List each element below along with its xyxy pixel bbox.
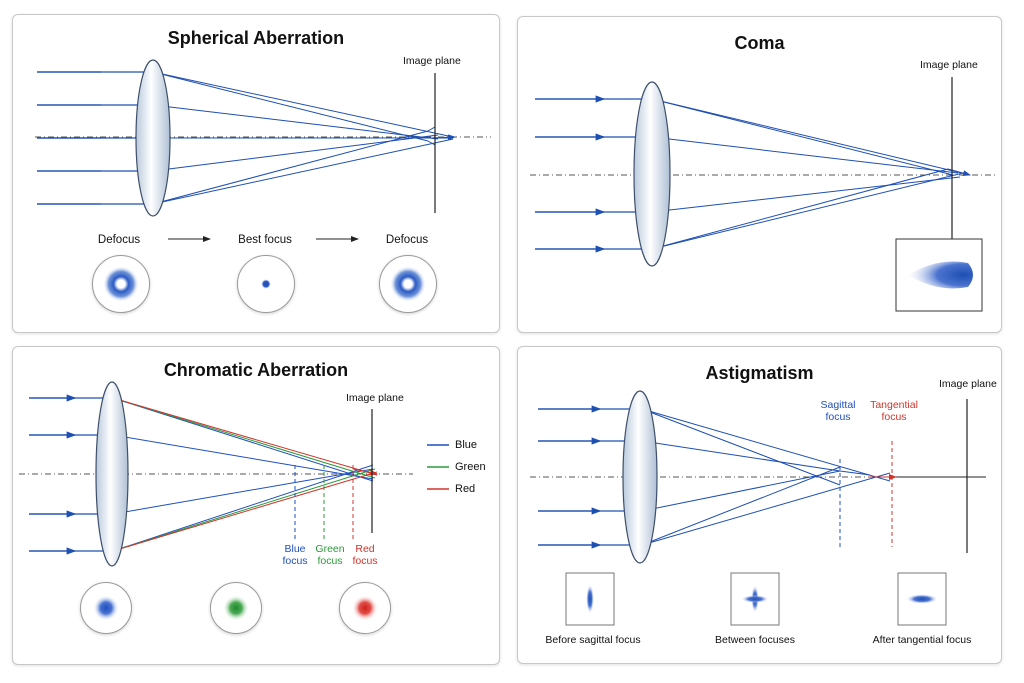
incoming-rays (535, 95, 652, 253)
spot-caption-between: Between focuses (715, 634, 795, 646)
image-plane-label: Image plane (939, 378, 997, 390)
lens (633, 81, 671, 267)
sequence-label-1: Defocus (97, 234, 141, 246)
sequence-label-2: Best focus (238, 234, 292, 246)
image-plane-label: Image plane (920, 59, 978, 71)
panel-title: Spherical Aberration (167, 28, 345, 48)
red-spot-icon (339, 582, 391, 634)
lens (135, 59, 171, 217)
green-rays (112, 397, 376, 552)
lens (622, 390, 658, 564)
coma-diagram (530, 77, 996, 312)
defocus-spot-icon (379, 255, 437, 313)
refracted-rays (651, 98, 971, 250)
sequence-label-3: Defocus (385, 234, 429, 246)
horizontal-line-spot-icon (906, 594, 938, 604)
chromatic-aberration-panel: Chromatic Aberration Image plane Blue Gr… (12, 346, 500, 665)
vertical-line-spot-icon (586, 584, 594, 614)
legend-label-green: Green (455, 461, 486, 473)
legend-label-red: Red (455, 483, 476, 495)
red-rays (112, 397, 378, 552)
best-focus-spot-icon (237, 255, 295, 313)
panel-title: Astigmatism (705, 363, 814, 383)
chromatic-diagram (19, 381, 449, 567)
astigmatism-diagram (530, 390, 986, 626)
legend-label-blue: Blue (455, 439, 478, 451)
coma-flare-icon (908, 261, 973, 289)
coma-panel: Coma Image plane (517, 16, 1002, 333)
defocus-spot-icon (92, 255, 150, 313)
image-plane-label: Image plane (403, 55, 461, 67)
image-plane-label: Image plane (346, 392, 404, 404)
panel-title: Chromatic Aberration (163, 360, 349, 380)
lens (95, 381, 129, 567)
incoming-rays (37, 68, 155, 208)
spot-caption-after: After tangential focus (872, 634, 972, 646)
panel-title: Coma (734, 33, 785, 53)
cross-spot-icon (741, 595, 769, 603)
green-spot-icon (210, 582, 262, 634)
spherical-diagram (35, 59, 491, 242)
blue-rays (112, 397, 374, 552)
refracted-rays (152, 71, 456, 205)
spherical-aberration-panel: Spherical Aberration Image plane Defocus… (12, 14, 500, 333)
spot-caption-before: Before sagittal focus (545, 634, 641, 646)
refracted-rays (641, 408, 897, 546)
blue-spot-icon (80, 582, 132, 634)
